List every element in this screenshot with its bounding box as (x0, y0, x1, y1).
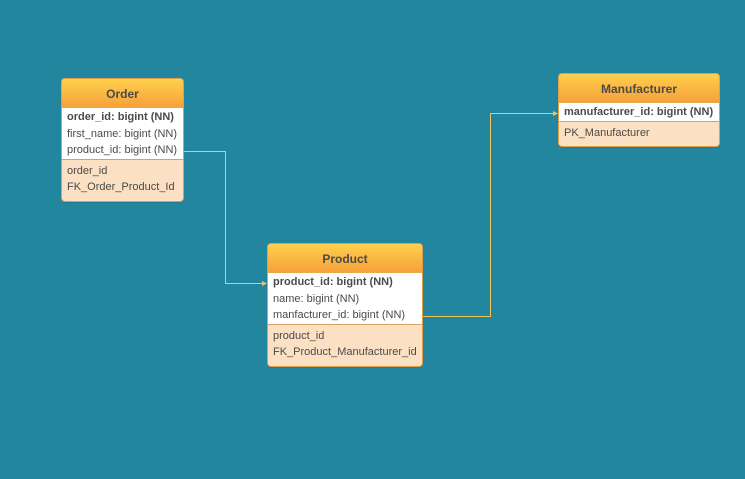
entity-product-title: Product (268, 244, 422, 273)
column-name[interactable]: name: bigint (NN) (273, 292, 360, 305)
entity-manufacturer-columns: manufacturer_id: bigint (NN) (559, 103, 719, 122)
column-order-id[interactable]: order_id: bigint (NN) (67, 111, 174, 123)
entity-product-indexes: product_id FK_Product_Manufacturer_id (268, 325, 422, 364)
entity-product-columns: product_id: bigint (NN) name: bigint (NN… (268, 273, 422, 325)
column-manufacturer-id[interactable]: manufacturer_id: bigint (NN) (564, 106, 714, 118)
entity-order-columns: order_id: bigint (NN) first_name: bigint… (62, 108, 183, 160)
index-fk-product-manufacturer-id[interactable]: FK_Product_Manufacturer_id (273, 345, 417, 358)
connector-order-product[interactable] (184, 151, 262, 284)
column-product-id[interactable]: product_id: bigint (NN) (67, 144, 178, 156)
column-first-name[interactable]: first_name: bigint (NN) (67, 127, 178, 140)
index-order-id[interactable]: order_id (67, 164, 108, 177)
column-product-id[interactable]: product_id: bigint (NN) (273, 276, 393, 288)
entity-order-indexes: order_id FK_Order_Product_Id (62, 160, 183, 199)
connector-product-manufacturer[interactable] (423, 113, 553, 317)
entity-order-title: Order (62, 79, 183, 108)
entity-manufacturer-indexes: PK_Manufacturer (559, 122, 719, 145)
index-pk-manufacturer[interactable]: PK_Manufacturer (564, 126, 650, 139)
entity-product[interactable]: Product product_id: bigint (NN) name: bi… (267, 243, 423, 367)
column-manfacturer-id[interactable]: manfacturer_id: bigint (NN) (273, 309, 406, 321)
entity-order[interactable]: Order order_id: bigint (NN) first_name: … (61, 78, 184, 202)
entity-manufacturer-title: Manufacturer (559, 74, 719, 103)
entity-manufacturer[interactable]: Manufacturer manufacturer_id: bigint (NN… (558, 73, 720, 147)
index-product-id[interactable]: product_id (273, 329, 325, 342)
index-fk-order-product-id[interactable]: FK_Order_Product_Id (67, 180, 175, 193)
